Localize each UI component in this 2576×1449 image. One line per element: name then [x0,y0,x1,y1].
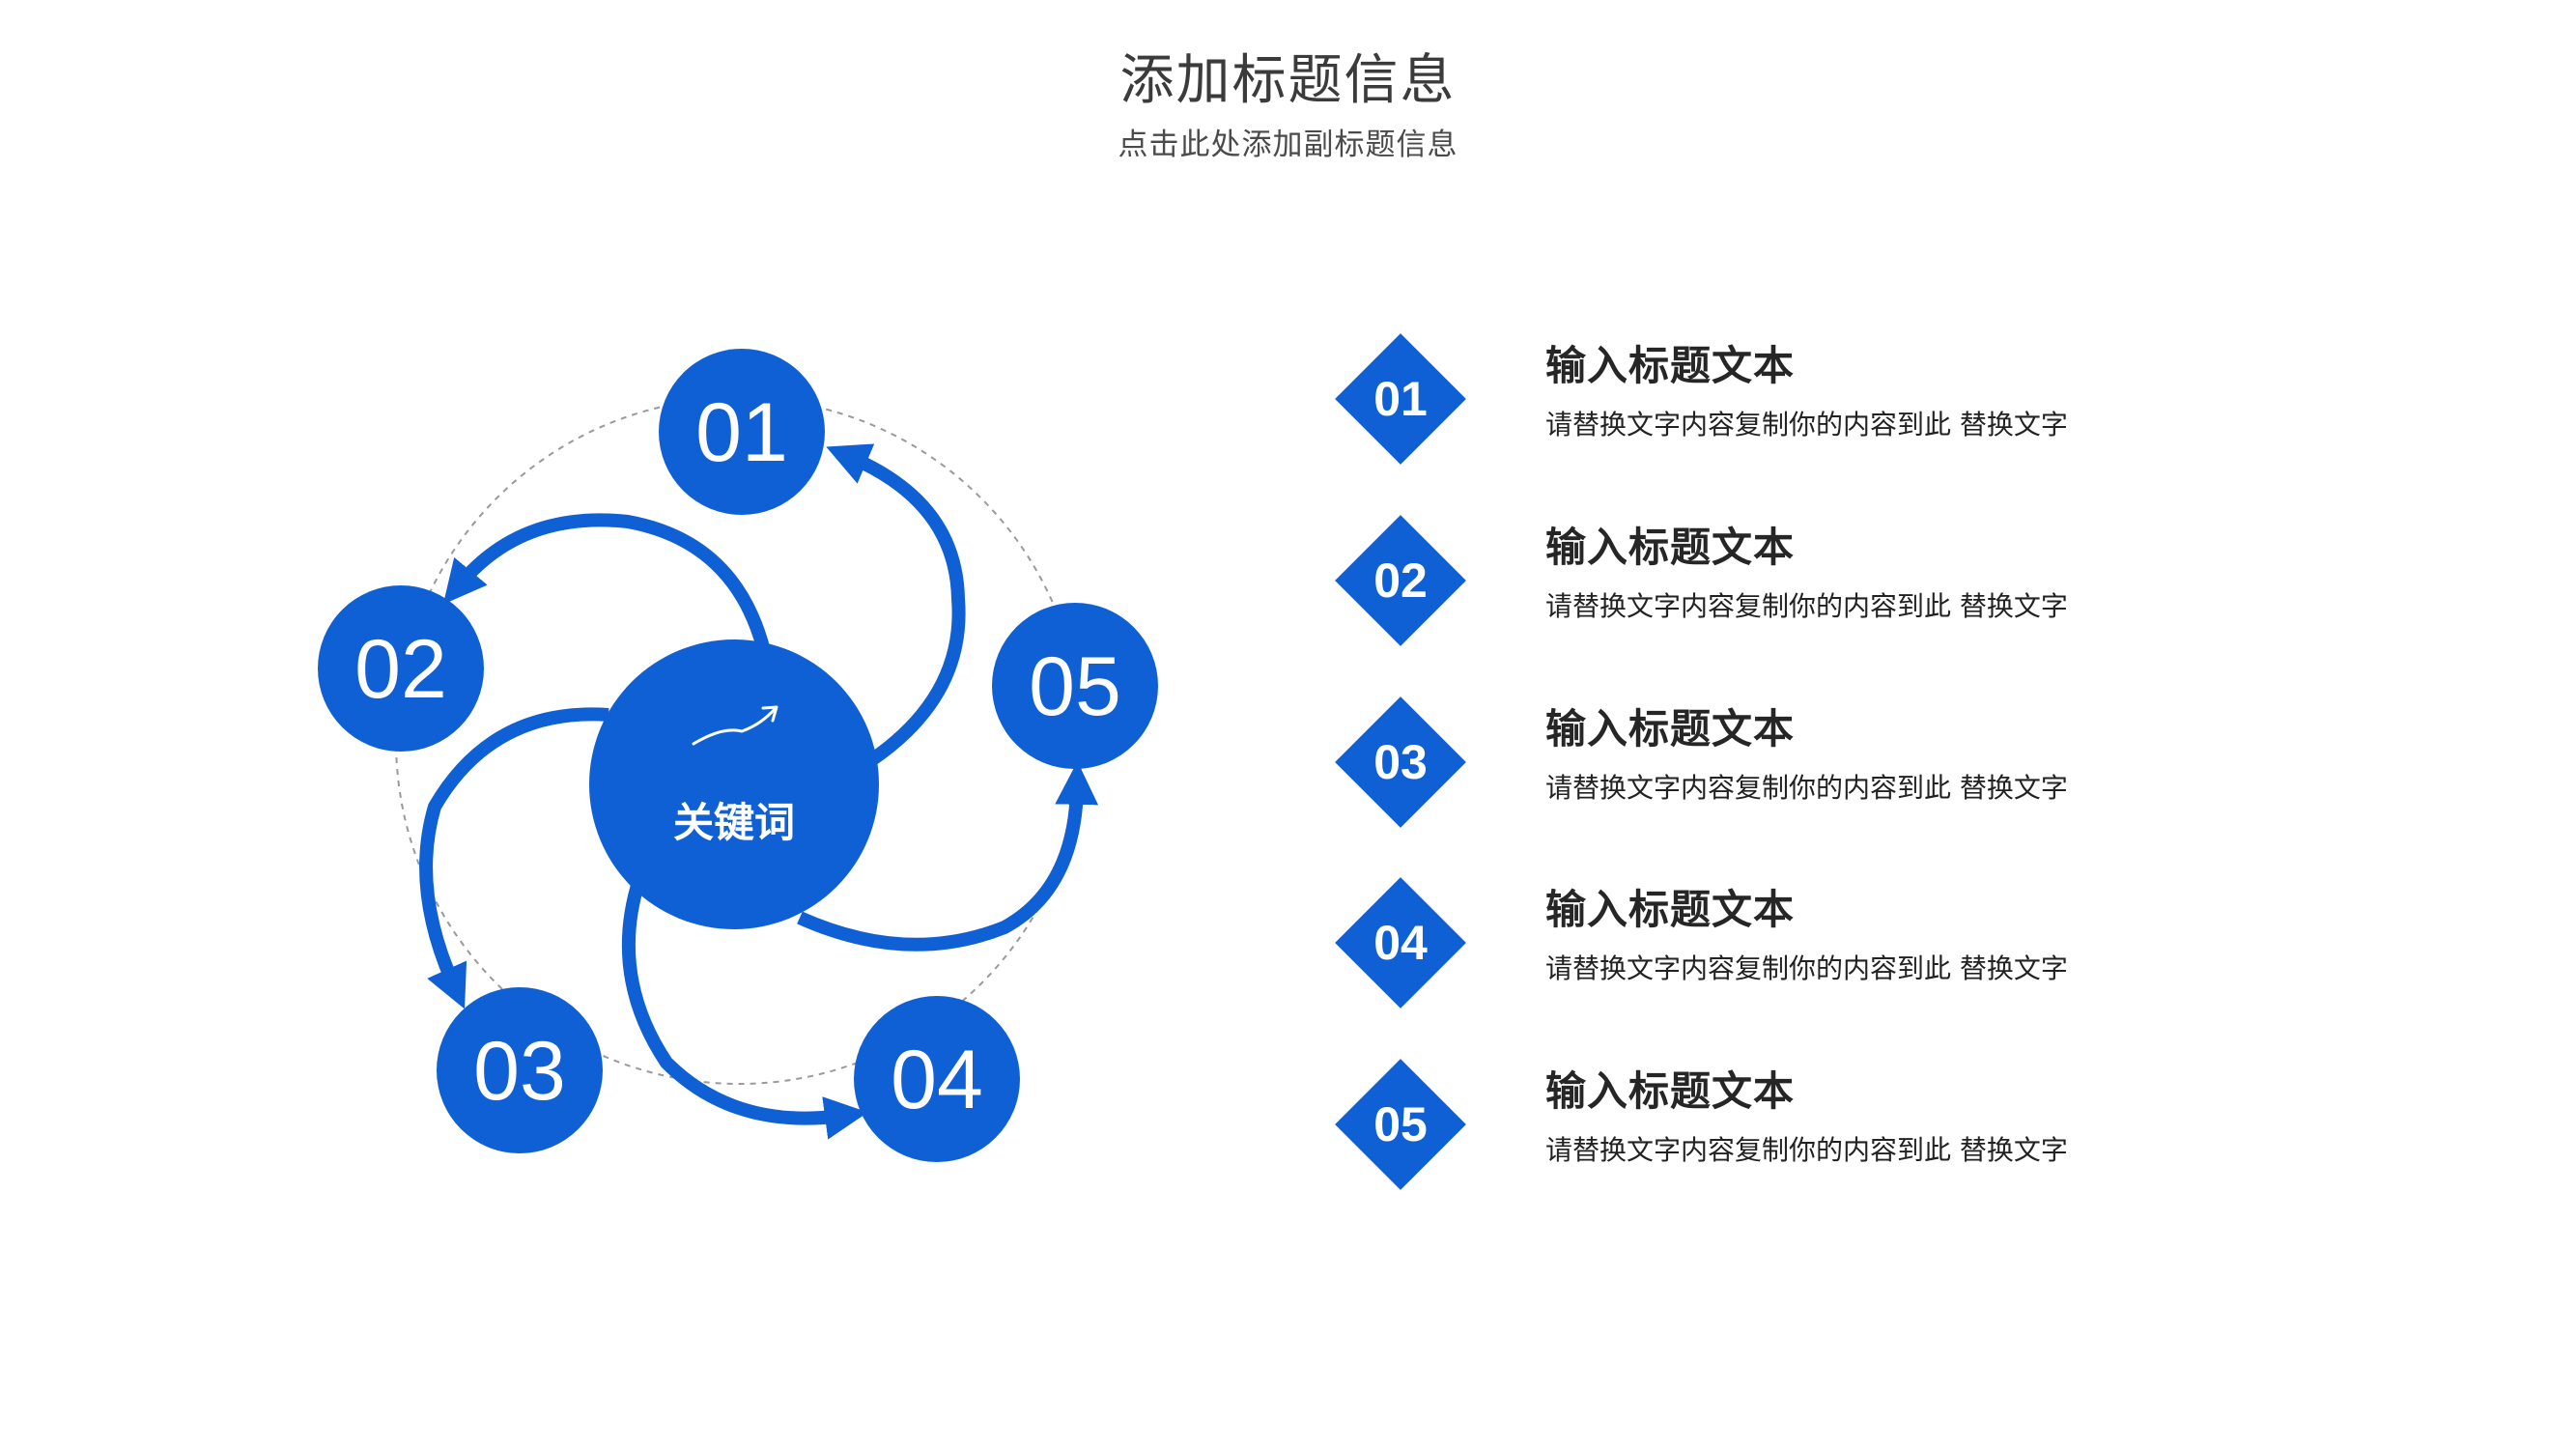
cycle-node-05: 05 [992,603,1158,769]
item-description: 请替换文字内容复制你的内容到此 替换文字 [1545,590,2068,622]
item-description: 请替换文字内容复制你的内容到此 替换文字 [1545,1134,2068,1166]
list-item-03: 03 输入标题文本 请替换文字内容复制你的内容到此 替换文字 [1335,696,2502,849]
item-number: 04 [1373,916,1428,970]
item-number: 03 [1373,735,1428,789]
item-number: 05 [1373,1097,1428,1151]
cycle-node-label: 04 [891,1034,983,1126]
item-title: 输入标题文本 [1545,524,1796,571]
item-number: 02 [1373,554,1428,608]
arrow-to-04 [621,876,868,1140]
arrow-to-02 [442,513,770,649]
arrow-to-01 [826,443,966,766]
cycle-node-03: 03 [437,987,603,1153]
item-title: 输入标题文本 [1545,886,1796,933]
cycle-node-label: 01 [695,386,788,479]
cycle-node-04: 04 [854,996,1020,1162]
header: 添加标题信息 点击此处添加副标题信息 [0,46,2576,164]
cycle-node-02: 02 [318,585,484,752]
item-description: 请替换文字内容复制你的内容到此 替换文字 [1545,772,2068,804]
page-subtitle: 点击此处添加副标题信息 [1118,128,1458,162]
arrow-to-05 [797,761,1099,952]
center-circle [589,639,879,929]
cycle-node-01: 01 [659,349,825,515]
item-description: 请替换文字内容复制你的内容到此 替换文字 [1545,952,2068,984]
list-item-01: 01 输入标题文本 请替换文字内容复制你的内容到此 替换文字 [1335,333,2502,486]
cycle-node-label: 02 [354,623,447,716]
cycle-arrows [419,443,1099,1140]
list-item-04: 04 输入标题文本 请替换文字内容复制你的内容到此 替换文字 [1335,877,2502,1030]
item-title: 输入标题文本 [1545,342,1796,389]
cycle-node-label: 03 [473,1025,566,1118]
cycle-node-label: 05 [1029,640,1121,733]
item-description: 请替换文字内容复制你的内容到此 替换文字 [1545,409,2068,440]
list-item-05: 05 输入标题文本 请替换文字内容复制你的内容到此 替换文字 [1335,1059,2502,1211]
center-label: 关键词 [673,799,795,846]
center-hub: 关键词 [589,639,879,929]
item-title: 输入标题文本 [1545,1067,1796,1115]
trend-arrow-icon [692,705,778,746]
item-title: 输入标题文本 [1545,705,1796,753]
list-item-02: 02 输入标题文本 请替换文字内容复制你的内容到此 替换文字 [1335,515,2502,668]
page-title: 添加标题信息 [1119,49,1457,112]
arrow-to-03 [419,707,609,1009]
item-number: 01 [1373,372,1428,426]
